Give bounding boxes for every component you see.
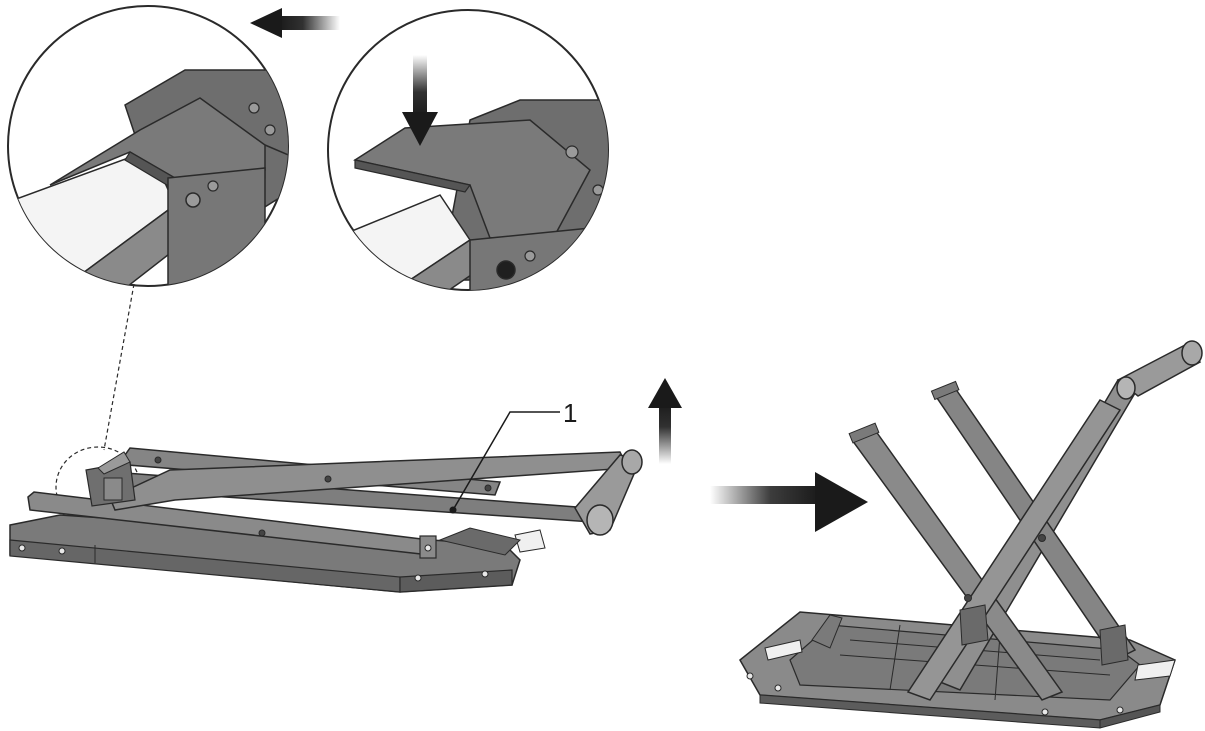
detail-leader-line — [103, 283, 135, 451]
lift-up-arrow — [648, 378, 682, 464]
callout-label-1: 1 — [563, 398, 577, 428]
transition-right-arrow — [710, 472, 868, 532]
callout-1: 1 — [449, 398, 577, 514]
unfolded-frame — [739, 340, 1203, 729]
detail-left-arrow — [250, 8, 340, 38]
folded-frame — [9, 447, 643, 593]
detail-down-arrow — [402, 55, 438, 146]
detail-circle-locked — [327, 9, 609, 291]
detail-circle-unlocked — [7, 5, 289, 287]
